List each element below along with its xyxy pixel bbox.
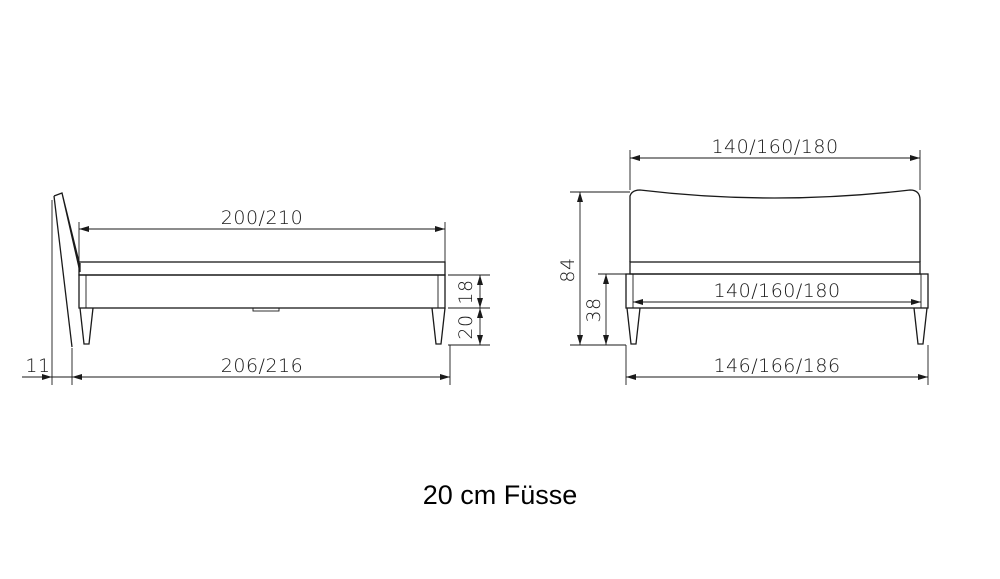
caption: 20 cm Füsse bbox=[422, 480, 578, 510]
label-outer-length: 206/216 bbox=[221, 355, 303, 377]
front-headboard bbox=[629, 189, 921, 262]
side-leg-left bbox=[79, 307, 94, 345]
label-total-height: 84 bbox=[557, 257, 579, 282]
front-leg-left bbox=[626, 307, 641, 345]
label-inner-length: 200/210 bbox=[221, 207, 303, 229]
label-frame-top-height: 38 bbox=[583, 297, 605, 322]
label-outer-width: 146/166/186 bbox=[713, 355, 840, 377]
front-mattress bbox=[629, 261, 921, 275]
side-mattress bbox=[78, 261, 446, 276]
label-frame-height: 18 bbox=[455, 279, 477, 304]
front-leg-right bbox=[913, 307, 928, 345]
side-headboard bbox=[53, 192, 81, 348]
label-leg-height: 20 bbox=[455, 314, 477, 339]
label-inner-width: 140/160/180 bbox=[713, 280, 840, 302]
side-leg-right bbox=[431, 307, 446, 345]
front-frame bbox=[625, 273, 929, 309]
front-view: 140/160/180 140/160/180 146/166/186 84 3… bbox=[557, 136, 929, 385]
label-headboard-depth: 11 bbox=[25, 355, 50, 377]
side-view: 200/210 206/216 11 18 20 bbox=[22, 192, 490, 385]
side-frame bbox=[78, 274, 446, 309]
label-headboard-width: 140/160/180 bbox=[711, 136, 838, 158]
